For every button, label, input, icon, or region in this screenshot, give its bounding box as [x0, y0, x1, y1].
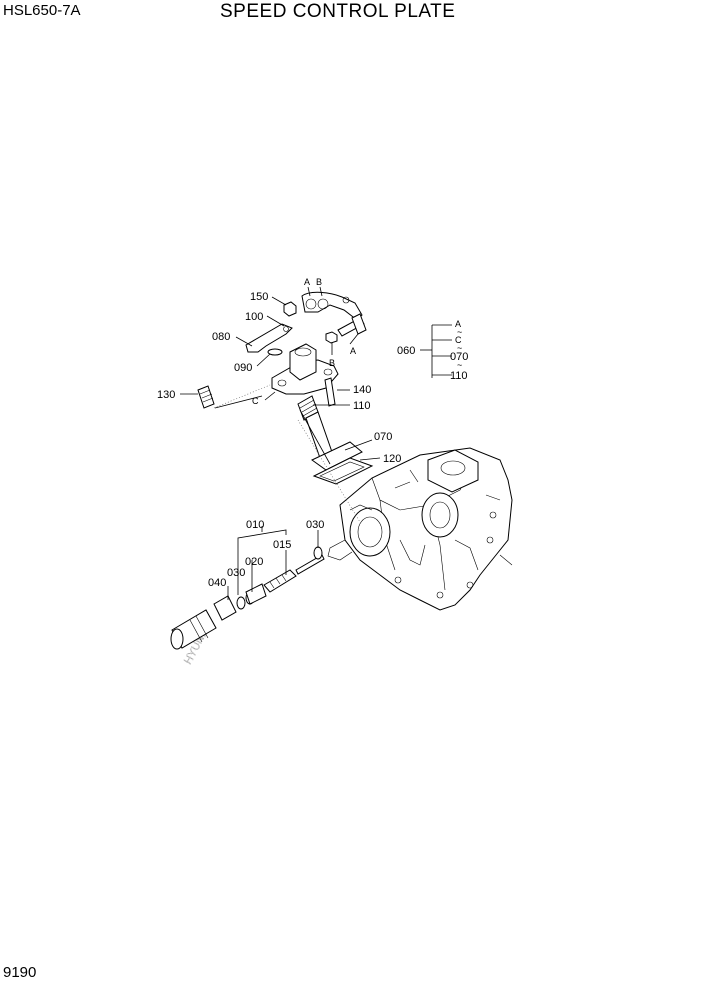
legend-tilde-3: ~: [457, 360, 462, 370]
legend-letter-a: A: [455, 319, 461, 329]
callout-labels: 150 100 080 090 130 140 110 070 120 010 …: [157, 291, 468, 589]
callout-140: 140: [353, 384, 371, 396]
governor-shaft-group: [170, 546, 325, 650]
callout-080: 080: [212, 331, 230, 343]
speed-control-assembly: [197, 291, 374, 523]
callout-090: 090: [234, 362, 252, 374]
ref-letter-c: C: [252, 396, 259, 406]
callout-100: 100: [245, 311, 263, 323]
callout-030-left: 030: [227, 567, 245, 579]
callout-120: 120: [383, 453, 401, 465]
ref-letter-b-top: B: [316, 277, 322, 287]
ref-letter-a-top: A: [304, 277, 310, 287]
page-number: 9190: [3, 964, 37, 981]
ref-letter-a-side: A: [350, 346, 356, 356]
reference-letters: A B A B C A C ~ ~ ~: [252, 277, 462, 406]
page-title: SPEED CONTROL PLATE: [220, 1, 456, 22]
callout-020: 020: [245, 556, 263, 568]
legend-letter-c: C: [455, 335, 462, 345]
callout-130: 130: [157, 389, 175, 401]
callout-070: 070: [374, 431, 392, 443]
leader-lines: [180, 286, 452, 600]
legend-070: 070: [450, 351, 468, 363]
legend-tilde-1: ~: [457, 327, 462, 337]
ref-letter-b-side: B: [329, 358, 335, 368]
callout-040: 040: [208, 577, 226, 589]
callout-110: 110: [353, 400, 371, 412]
legend-060: 060: [397, 345, 415, 357]
callout-150: 150: [250, 291, 268, 303]
callout-010: 010: [246, 519, 264, 531]
callout-015: 015: [273, 539, 291, 551]
legend-110: 110: [450, 370, 468, 382]
engine-block: [327, 447, 513, 611]
callout-030-right: 030: [306, 519, 324, 531]
legend-tilde-2: ~: [457, 343, 462, 353]
model-code: HSL650-7A: [3, 2, 81, 19]
